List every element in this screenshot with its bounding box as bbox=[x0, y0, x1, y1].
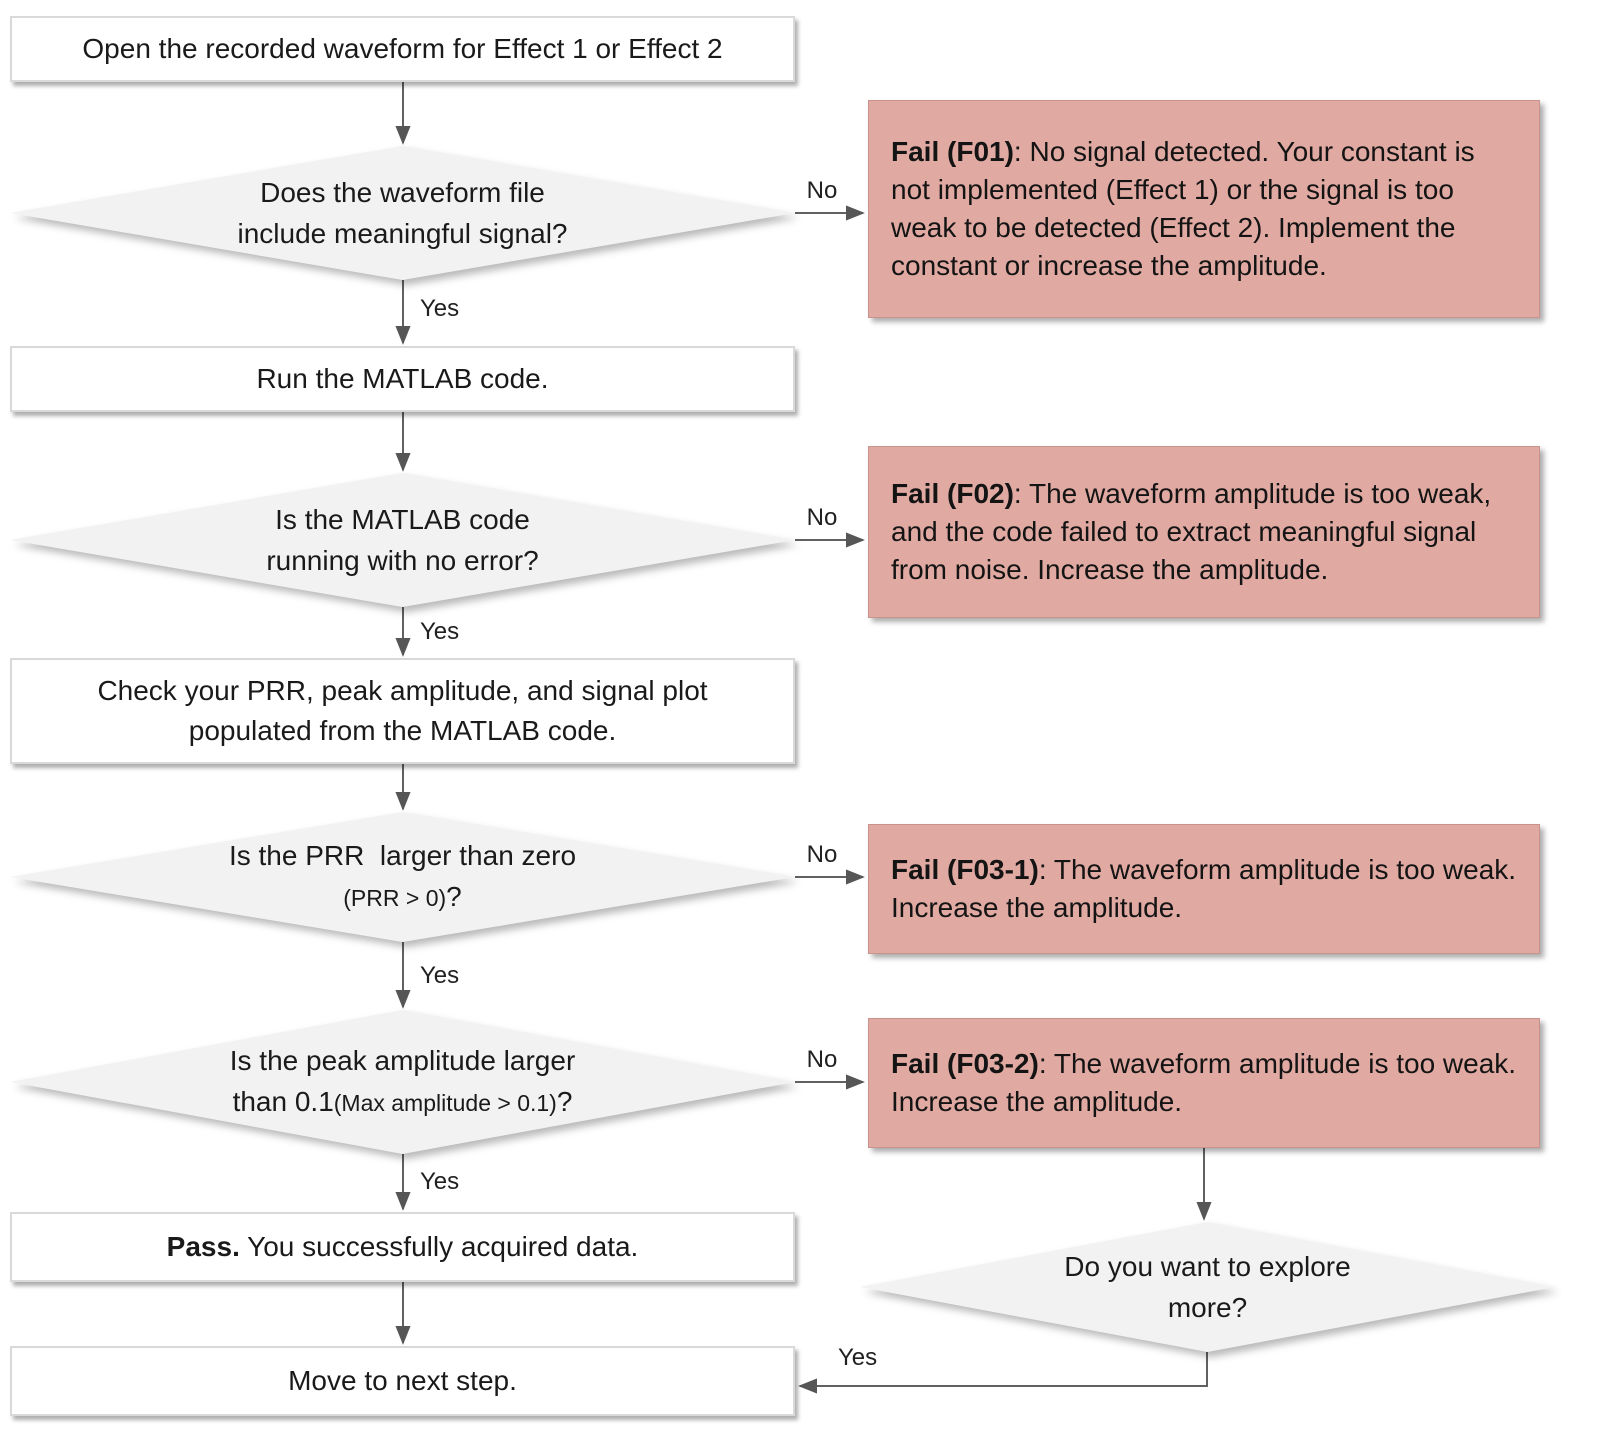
node-decision-no-error: Is the MATLAB code running with no error… bbox=[10, 473, 795, 607]
decision-line: Is the MATLAB code bbox=[275, 504, 530, 535]
node-check-prr: Check your PRR, peak amplitude, and sign… bbox=[10, 658, 795, 764]
decision-prefix: than 0.1 bbox=[232, 1086, 334, 1117]
decision-line: Do you want to explore bbox=[1064, 1251, 1351, 1282]
node-fail-f01: Fail (F01): No signal detected. Your con… bbox=[868, 100, 1540, 318]
node-decision-peak-amplitude: Is the peak amplitude larger than 0.1(Ma… bbox=[10, 1010, 795, 1154]
edge-label-d3-no: No bbox=[806, 841, 838, 868]
fail-f02-title: Fail (F02) bbox=[891, 478, 1014, 509]
fail-f02-body: : The waveform amplitude is too weak, an… bbox=[891, 478, 1492, 585]
node-start-text: Open the recorded waveform for Effect 1 … bbox=[82, 33, 723, 64]
node-decision-meaningful-signal: Does the waveform file include meaningfu… bbox=[10, 146, 795, 280]
pass-title: Pass. bbox=[166, 1231, 240, 1262]
node-run-matlab: Run the MATLAB code. bbox=[10, 346, 795, 412]
node-decision-prr-positive: Is the PRR larger than zero (PRR > 0)? bbox=[10, 812, 795, 942]
decision-line: than 0.1(Max amplitude > 0.1)? bbox=[233, 1081, 573, 1124]
node-start: Open the recorded waveform for Effect 1 … bbox=[10, 16, 795, 82]
node-move-next-step: Move to next step. bbox=[10, 1346, 795, 1416]
fail-f03-2-text: Fail (F03-2): The waveform amplitude is … bbox=[891, 1045, 1517, 1121]
node-fail-f02: Fail (F02): The waveform amplitude is to… bbox=[868, 446, 1540, 618]
edge-label-d3-yes: Yes bbox=[420, 962, 460, 989]
node-run-text: Run the MATLAB code. bbox=[256, 363, 549, 394]
decision-line: running with no error? bbox=[266, 545, 539, 576]
edge-label-d2-yes: Yes bbox=[420, 618, 460, 645]
edge-label-d1-no: No bbox=[806, 177, 838, 204]
edge-label-d4-yes: Yes bbox=[420, 1168, 460, 1195]
edge-d5-yes-to-move bbox=[798, 1352, 1208, 1394]
node-fail-f03-2: Fail (F03-2): The waveform amplitude is … bbox=[868, 1018, 1540, 1148]
node-pass-text: Pass. You successfully acquired data. bbox=[167, 1227, 639, 1267]
fail-f03-1-body: : The waveform amplitude is too weak. In… bbox=[891, 854, 1517, 923]
fail-f01-body: : No signal detected. Your constant is n… bbox=[891, 136, 1475, 281]
decision-line: include meaningful signal? bbox=[237, 218, 568, 249]
fail-f03-1-text: Fail (F03-1): The waveform amplitude is … bbox=[891, 851, 1517, 927]
node-move-text: Move to next step. bbox=[288, 1365, 517, 1396]
edge-label-d4-no: No bbox=[806, 1046, 838, 1073]
decision-small-text: (Max amplitude > 0.1) bbox=[333, 1090, 557, 1116]
fail-f03-2-title: Fail (F03-2) bbox=[891, 1048, 1039, 1079]
edge-label-d1-yes: Yes bbox=[420, 295, 460, 322]
node-check-line: Check your PRR, peak amplitude, and sign… bbox=[97, 675, 708, 706]
node-fail-f03-1: Fail (F03-1): The waveform amplitude is … bbox=[868, 824, 1540, 954]
pass-body: You successfully acquired data. bbox=[239, 1231, 639, 1262]
fail-f02-text: Fail (F02): The waveform amplitude is to… bbox=[891, 475, 1517, 589]
fail-f01-title: Fail (F01) bbox=[891, 136, 1014, 167]
decision-line: Does the waveform file bbox=[260, 177, 545, 208]
node-decision-explore-more: Do you want to explore more? bbox=[860, 1222, 1555, 1352]
decision-suffix: ? bbox=[446, 881, 462, 912]
decision-line: Is the peak amplitude larger bbox=[229, 1045, 576, 1076]
decision-line: more? bbox=[1167, 1292, 1248, 1323]
edge-label-d5-yes: Yes bbox=[838, 1344, 878, 1371]
fail-f01-text: Fail (F01): No signal detected. Your con… bbox=[891, 133, 1517, 285]
fail-f03-2-body: : The waveform amplitude is too weak. In… bbox=[891, 1048, 1517, 1117]
edge-label-d2-no: No bbox=[806, 504, 838, 531]
node-pass: Pass. You successfully acquired data. bbox=[10, 1212, 795, 1282]
decision-small-text: (PRR > 0) bbox=[343, 885, 447, 911]
decision-line: Is the PRR larger than zero bbox=[228, 840, 577, 871]
fail-f03-1-title: Fail (F03-1) bbox=[891, 854, 1039, 885]
decision-line: (PRR > 0)? bbox=[343, 876, 461, 919]
decision-suffix: ? bbox=[556, 1086, 573, 1117]
node-check-line: populated from the MATLAB code. bbox=[188, 715, 617, 746]
